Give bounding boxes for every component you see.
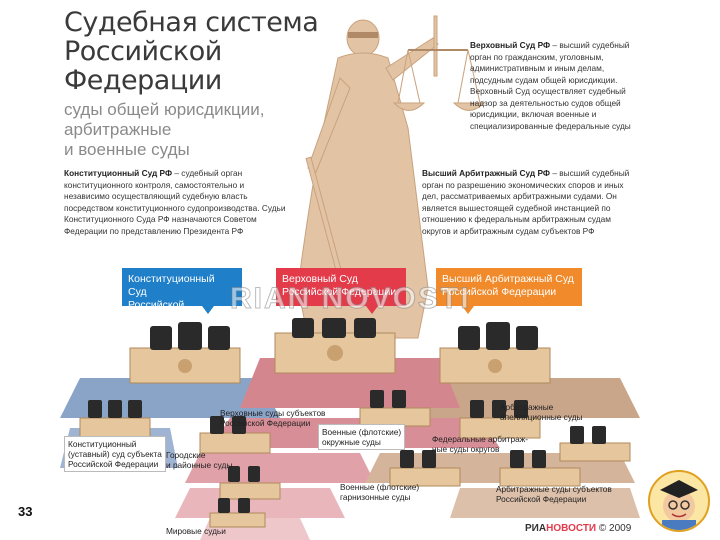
callout-pointer: [202, 306, 214, 314]
label-regional-arbitration-courts: Арбитражные суды субъектов Российской Фе…: [496, 484, 612, 504]
label-regional-constitutional-court: Конституционный (уставный) суд субъекта …: [64, 436, 166, 472]
callout-pointer: [462, 306, 474, 314]
label-military-garrison-courts: Военные (флотские) гарнизонные суды: [340, 482, 420, 502]
arbitration-court-description: Высший Арбитражный Суд РФ – высший судеб…: [422, 168, 630, 236]
slide-right-margin: [645, 0, 720, 540]
label-city-district-courts: Городские и районные суды: [166, 450, 233, 470]
constitutional-court-description: Конституционный Суд РФ – судебный орган …: [64, 168, 286, 236]
label-regional-supreme-courts: Верховные суды субъектов Российской Феде…: [220, 408, 326, 428]
label-arbitration-appeal-courts: Арбитражные апелляционные суды: [500, 402, 583, 422]
poster-title: Судебная система Российской Федерации: [64, 7, 319, 96]
callout-arbitration-court: Высший Арбитражный Суд Российской Федера…: [436, 268, 582, 306]
ria-novosti-credit: РИАНОВОСТИ © 2009: [525, 523, 632, 534]
label-magistrates: Мировые судьи: [166, 526, 226, 536]
themis-statue-illustration: [297, 15, 486, 339]
callout-supreme-court: Верховный Суд Российской Федерации: [276, 268, 406, 306]
callout-pointer: [366, 306, 378, 314]
professor-avatar-icon: [648, 470, 710, 532]
court-system-poster: Судебная система Российской Федерации су…: [50, 0, 645, 540]
label-military-district-courts: Военные (флотские) окружные суды: [318, 424, 406, 450]
slide-page-number: 33: [18, 504, 33, 519]
supreme-court-description: Верховный Суд РФ – высший судебный орган…: [470, 40, 631, 131]
label-federal-arbitration-district-courts: Федеральные арбитраж- ные суды округов: [432, 434, 529, 454]
watermark-text: RIAN NOVOSTI: [230, 282, 471, 316]
slide-left-margin: [0, 0, 50, 540]
callout-constitutional-court: Конституционный Суд Российской Федерации: [122, 268, 242, 324]
poster-subtitle: суды общей юрисдикции, арбитражные и вое…: [64, 100, 265, 159]
